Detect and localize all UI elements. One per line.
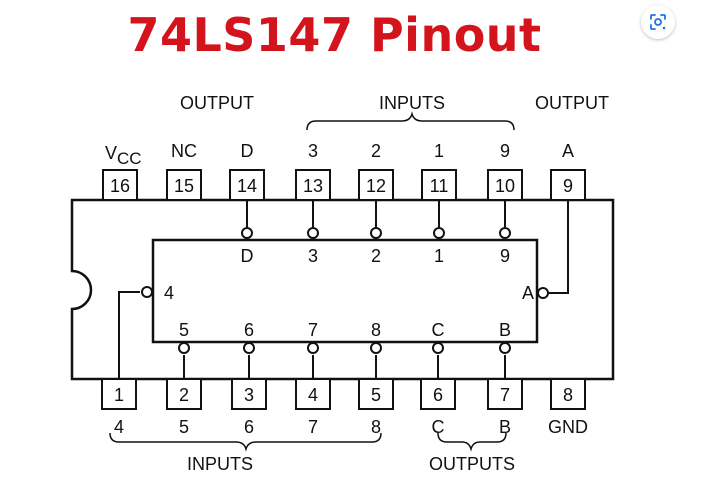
inner-label-1: 1 [434, 246, 444, 266]
pin-number-10: 10 [495, 176, 515, 196]
pin-name-14: D [241, 141, 254, 161]
pin-name-5: 8 [371, 417, 381, 437]
inner-label-b: B [499, 320, 511, 340]
inverter-bubble [432, 342, 444, 354]
pin-name-13: 3 [308, 141, 318, 161]
inverter-bubble [433, 227, 445, 239]
inner-label-a: A [522, 283, 534, 303]
pin-box-6 [420, 378, 456, 410]
pin-name-12: 2 [371, 141, 381, 161]
inverter-bubble [307, 342, 319, 354]
inputs-brace-top [306, 111, 515, 131]
pin-number-13: 13 [303, 176, 323, 196]
inner-label-5: 5 [179, 320, 189, 340]
pin-name-subscript: CC [117, 149, 142, 168]
page-title: 74LS147 Pinout [0, 8, 723, 62]
pin-number-16: 16 [110, 176, 130, 196]
inner-label-3: 3 [308, 246, 318, 266]
pin-number-8: 8 [563, 385, 573, 405]
top-wires [246, 200, 569, 294]
pin-name-4: 7 [308, 417, 318, 437]
inputs-label-top: INPUTS [379, 93, 445, 113]
pin-box-7 [487, 378, 523, 410]
pin-number-9: 9 [563, 176, 573, 196]
pin-name-1: 4 [114, 417, 124, 437]
output-label-right: OUTPUT [535, 93, 609, 113]
pin-name-6: C [432, 417, 445, 437]
inner-label-d: D [241, 246, 254, 266]
pin-number-7: 7 [500, 385, 510, 405]
pin-name-3: 6 [244, 417, 254, 437]
pin-name-10: 9 [500, 141, 510, 161]
lens-search-icon [650, 14, 666, 30]
pin-number-6: 6 [433, 385, 443, 405]
pin-number-11: 11 [430, 176, 449, 196]
pin-name-7: B [499, 417, 511, 437]
pin-box-9 [550, 169, 586, 201]
bottom-bubbles [141, 286, 511, 354]
inverter-bubble [370, 342, 382, 354]
pin-name-8: GND [548, 417, 588, 437]
inverter-bubble [241, 227, 253, 239]
pin-name-16: VCC [105, 143, 142, 168]
pin-name-11: 1 [434, 141, 444, 161]
pin-number-2: 2 [179, 385, 189, 405]
inputs-brace-bottom [109, 432, 382, 452]
inverter-bubble [499, 342, 511, 354]
output-label-left: OUTPUT [180, 93, 254, 113]
inverter-bubble [499, 227, 511, 239]
inner-label-6: 6 [244, 320, 254, 340]
title-text: 74LS147 Pinout [127, 8, 542, 62]
pin-group: 16VCC15NC14D1331221111099A14253647586C7B… [101, 141, 588, 437]
pin-box-14 [229, 169, 265, 201]
pin-box-16 [102, 169, 138, 201]
pin-box-4 [295, 378, 331, 410]
pin-box-1 [101, 378, 137, 410]
outputs-brace-bottom [437, 432, 507, 452]
pin-number-12: 12 [366, 176, 386, 196]
pin-box-11 [421, 169, 457, 201]
pin-number-15: 15 [174, 176, 194, 196]
pin-name-main: V [105, 143, 117, 163]
bottom-wires [118, 291, 506, 379]
inner-label-2: 2 [371, 246, 381, 266]
inner-label-8: 8 [371, 320, 381, 340]
inverter-bubble [243, 342, 255, 354]
pin-number-14: 14 [237, 176, 257, 196]
pin-number-4: 4 [308, 385, 318, 405]
inverter-bubble [178, 342, 190, 354]
pin-box-3 [231, 378, 267, 410]
lens-search-button[interactable] [641, 5, 675, 39]
pin-name-9: A [562, 141, 574, 161]
pin-name-2: 5 [179, 417, 189, 437]
inner-label-9: 9 [500, 246, 510, 266]
inner-label-c: C [432, 320, 445, 340]
pin-box-10 [487, 169, 523, 201]
inverter-bubble [307, 227, 319, 239]
inputs-label-bottom: INPUTS [187, 454, 253, 474]
inner-label-7: 7 [308, 320, 318, 340]
inverter-bubble [141, 286, 153, 298]
pin-box-2 [166, 378, 202, 410]
pin-number-5: 5 [371, 385, 381, 405]
pin-number-1: 1 [114, 385, 124, 405]
pin-box-5 [358, 378, 394, 410]
pin-box-13 [295, 169, 331, 201]
pin-box-15 [166, 169, 202, 201]
inverter-bubble [370, 227, 382, 239]
inner-logic-block [151, 238, 539, 344]
outputs-label-bottom: OUTPUTS [429, 454, 515, 474]
pin-name-15: NC [171, 141, 197, 161]
pin-box-12 [358, 169, 394, 201]
inverter-bubble [537, 287, 549, 299]
top-bubbles [241, 227, 549, 299]
pin-number-3: 3 [244, 385, 254, 405]
inner-label-4: 4 [164, 283, 174, 303]
ic-package-body [70, 198, 615, 381]
pin-box-8 [550, 378, 586, 410]
